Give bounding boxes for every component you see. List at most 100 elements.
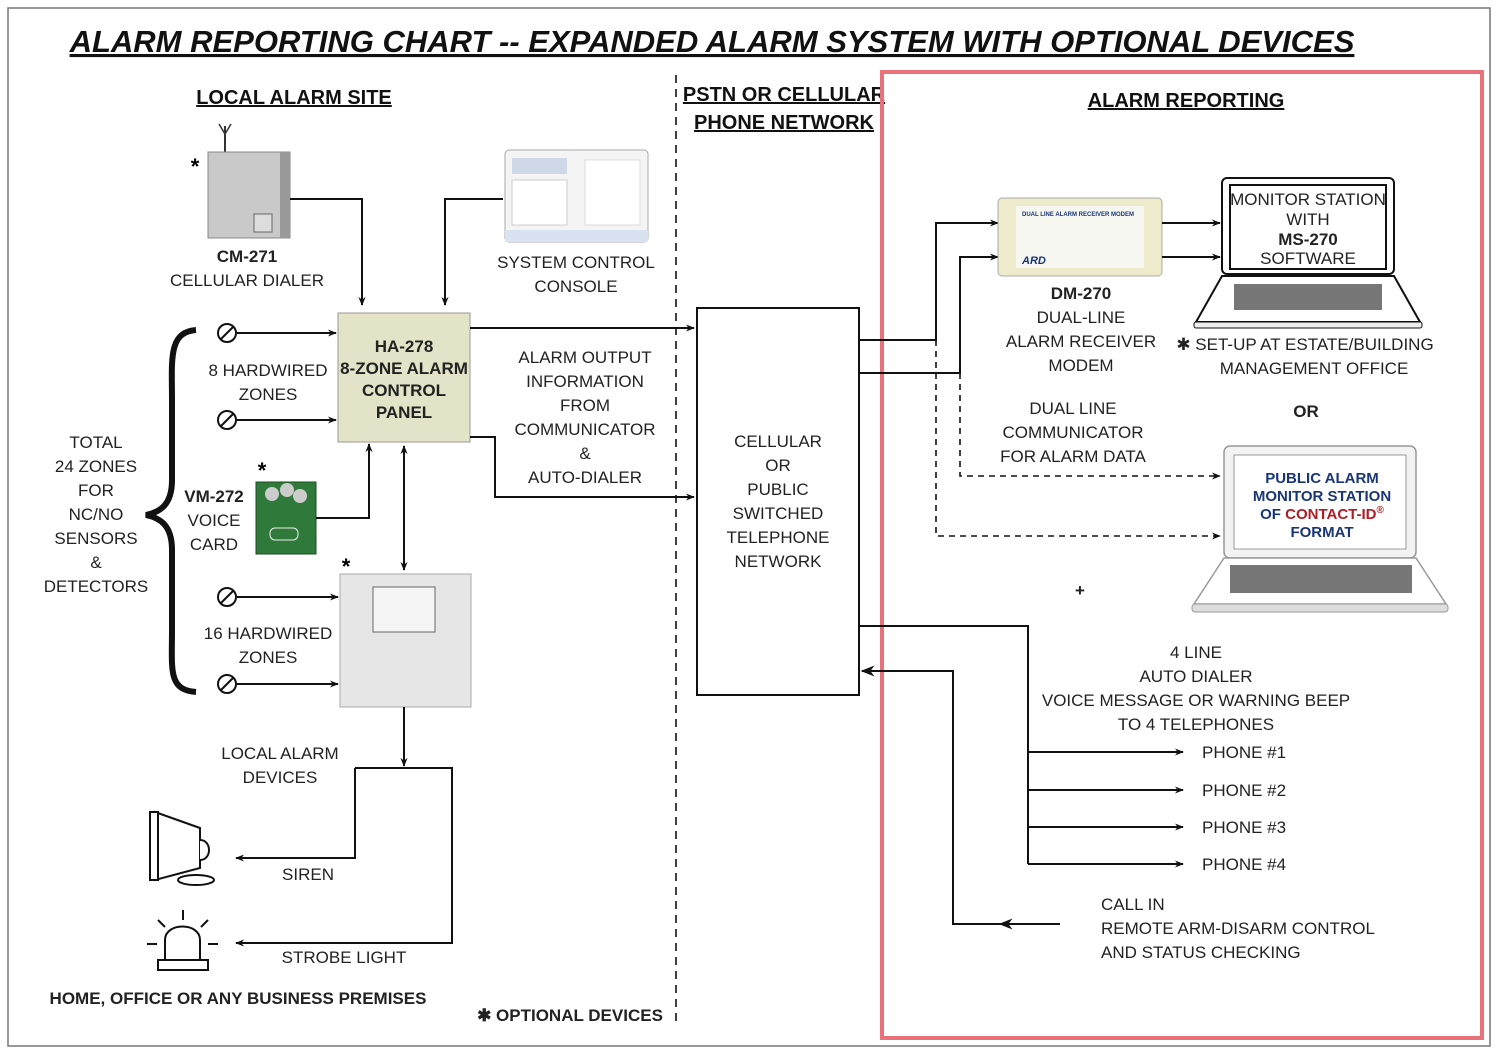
- svg-text:SWITCHED: SWITCHED: [733, 504, 824, 523]
- dual-line-label-1: DUAL LINE: [1029, 399, 1116, 418]
- dashed-line-public-1: [959, 373, 1221, 480]
- cm271-model: CM-271: [217, 247, 277, 266]
- auto-dialer-label-4: TO 4 TELEPHONES: [1118, 715, 1274, 734]
- setup-note-2: MANAGEMENT OFFICE: [1220, 359, 1409, 378]
- zones-brace: [145, 327, 197, 695]
- panel-label-3: CONTROL: [362, 381, 446, 400]
- auto-dialer-label-2: AUTO DIALER: [1139, 667, 1252, 686]
- diagram-title: ALARM REPORTING CHART -- EXPANDED ALARM …: [69, 24, 1355, 59]
- system-control-console: [504, 149, 649, 243]
- dm270-label-1: DUAL-LINE: [1037, 308, 1126, 327]
- section-local-alarm-site: LOCAL ALARM SITE: [196, 87, 392, 109]
- panel-output-line-2: [470, 436, 695, 501]
- public-screen-3: OF CONTACT-ID®: [1260, 505, 1384, 523]
- zones8-label-2: ZONES: [239, 385, 298, 404]
- monitor-screen-3: MS-270: [1278, 230, 1338, 249]
- dual-line-label-3: FOR ALARM DATA: [1000, 447, 1146, 466]
- call-in-label-3: AND STATUS CHECKING: [1101, 943, 1301, 962]
- auto-dialer-label-3: VOICE MESSAGE OR WARNING BEEP: [1042, 691, 1350, 710]
- local-devices-label-2: DEVICES: [243, 768, 318, 787]
- total-zones-text: TOTAL 24 ZONES FOR NC/NO SENSORS & DETEC…: [44, 433, 149, 596]
- phone-3-label: PHONE #3: [1202, 818, 1286, 837]
- panel-label-4: PANEL: [376, 403, 432, 422]
- auto-dialer-trunk: [859, 625, 1029, 864]
- network-box-text: CELLULAR OR PUBLIC SWITCHED TELEPHONE NE…: [727, 432, 830, 571]
- section-alarm-reporting: ALARM REPORTING: [1088, 90, 1285, 112]
- vm272-to-panel-line: [316, 443, 373, 519]
- plus-sign: +: [1075, 581, 1085, 600]
- terminal-icon: [217, 410, 237, 430]
- console-label-2: CONSOLE: [534, 277, 617, 296]
- outer-border: [7, 7, 1491, 1047]
- svg-text:ARD: ARD: [1021, 255, 1046, 267]
- svg-text:24 ZONES: 24 ZONES: [55, 457, 137, 476]
- vm272-label-1: VOICE: [188, 511, 241, 530]
- optional-asterisk: *: [342, 554, 351, 579]
- public-screen-1: PUBLIC ALARM: [1265, 470, 1379, 487]
- line-to-dm270-1: [859, 219, 999, 341]
- call-in-line: [860, 665, 1000, 925]
- svg-text:PUBLIC: PUBLIC: [747, 480, 808, 499]
- svg-text:TELEPHONE: TELEPHONE: [727, 528, 830, 547]
- line-to-dm270-2: [859, 253, 999, 374]
- auto-dialer-label-1: 4 LINE: [1170, 643, 1222, 662]
- zone-terminals: [217, 323, 339, 694]
- svg-text:CELLULAR: CELLULAR: [734, 432, 822, 451]
- dm270-label-3: MODEM: [1048, 356, 1113, 375]
- phone-4-label: PHONE #4: [1202, 855, 1286, 874]
- svg-text:ALARM OUTPUT: ALARM OUTPUT: [518, 348, 651, 367]
- zones16-label-1: 16 HARDWIRED: [204, 624, 332, 643]
- monitor-screen-1: MONITOR STATION: [1230, 190, 1386, 209]
- svg-text:DUAL LINE ALARM RECEIVER MODEM: DUAL LINE ALARM RECEIVER MODEM: [1022, 212, 1134, 218]
- svg-text:FROM: FROM: [560, 396, 610, 415]
- optional-devices-note: ✱ OPTIONAL DEVICES: [477, 1006, 663, 1025]
- siren-icon: [149, 810, 215, 886]
- siren-line: [235, 768, 356, 862]
- svg-text:OR: OR: [765, 456, 791, 475]
- setup-note-1: ✱ SET-UP AT ESTATE/BUILDING: [1176, 335, 1433, 354]
- vm272-voice-card: [255, 481, 317, 555]
- dm270-label-2: ALARM RECEIVER: [1006, 332, 1156, 351]
- terminal-icon: [217, 587, 237, 607]
- phone-branches: [1028, 748, 1184, 868]
- dm270-modem: DUAL LINE ALARM RECEIVER MODEM ARD: [997, 197, 1163, 277]
- panel-label-1: HA-278: [375, 337, 434, 356]
- svg-text:NETWORK: NETWORK: [735, 552, 823, 571]
- public-monitor-laptop: [1191, 445, 1449, 613]
- phone-2-label: PHONE #2: [1202, 781, 1286, 800]
- or-label: OR: [1293, 402, 1319, 421]
- optional-asterisk: *: [258, 458, 267, 483]
- svg-text:&: &: [579, 444, 591, 463]
- siren-label: SIREN: [282, 865, 334, 884]
- reporting-highlight-box: [880, 70, 1484, 1040]
- section-network-line2: PHONE NETWORK: [694, 112, 875, 134]
- output-info-text: ALARM OUTPUT INFORMATION FROM COMMUNICAT…: [514, 348, 655, 487]
- svg-text:SENSORS: SENSORS: [54, 529, 137, 548]
- phone-1-label: PHONE #1: [1202, 743, 1286, 762]
- strobe-line: [235, 767, 453, 947]
- telephone-network-box: [696, 307, 860, 696]
- public-screen-4: FORMAT: [1290, 524, 1353, 541]
- call-in-label-2: REMOTE ARM-DISARM CONTROL: [1101, 919, 1375, 938]
- svg-text:INFORMATION: INFORMATION: [526, 372, 644, 391]
- strobe-label: STROBE LIGHT: [282, 948, 407, 967]
- dm270-model: DM-270: [1051, 284, 1111, 303]
- vm272-label-2: CARD: [190, 535, 238, 554]
- call-in-label-1: CALL IN: [1101, 895, 1165, 914]
- cm271-cellular-module: [207, 123, 291, 239]
- section-network-line1: PSTN OR CELLULAR: [683, 84, 886, 106]
- premises-label: HOME, OFFICE OR ANY BUSINESS PREMISES: [50, 989, 427, 1008]
- monitor-station-laptop: [1193, 177, 1423, 329]
- svg-text:COMMUNICATOR: COMMUNICATOR: [514, 420, 655, 439]
- dual-line-label-2: COMMUNICATOR: [1002, 423, 1143, 442]
- console-to-panel-line: [441, 198, 503, 306]
- cm271-to-panel-line: [290, 198, 366, 306]
- terminal-icon: [217, 674, 237, 694]
- optional-asterisk: *: [191, 154, 200, 179]
- svg-text:&: &: [90, 553, 102, 572]
- zones8-label-1: 8 HARDWIRED: [208, 361, 327, 380]
- monitor-screen-2: WITH: [1286, 210, 1329, 229]
- zone-expander-box: [339, 573, 472, 708]
- dashed-line-public-2: [935, 340, 1221, 540]
